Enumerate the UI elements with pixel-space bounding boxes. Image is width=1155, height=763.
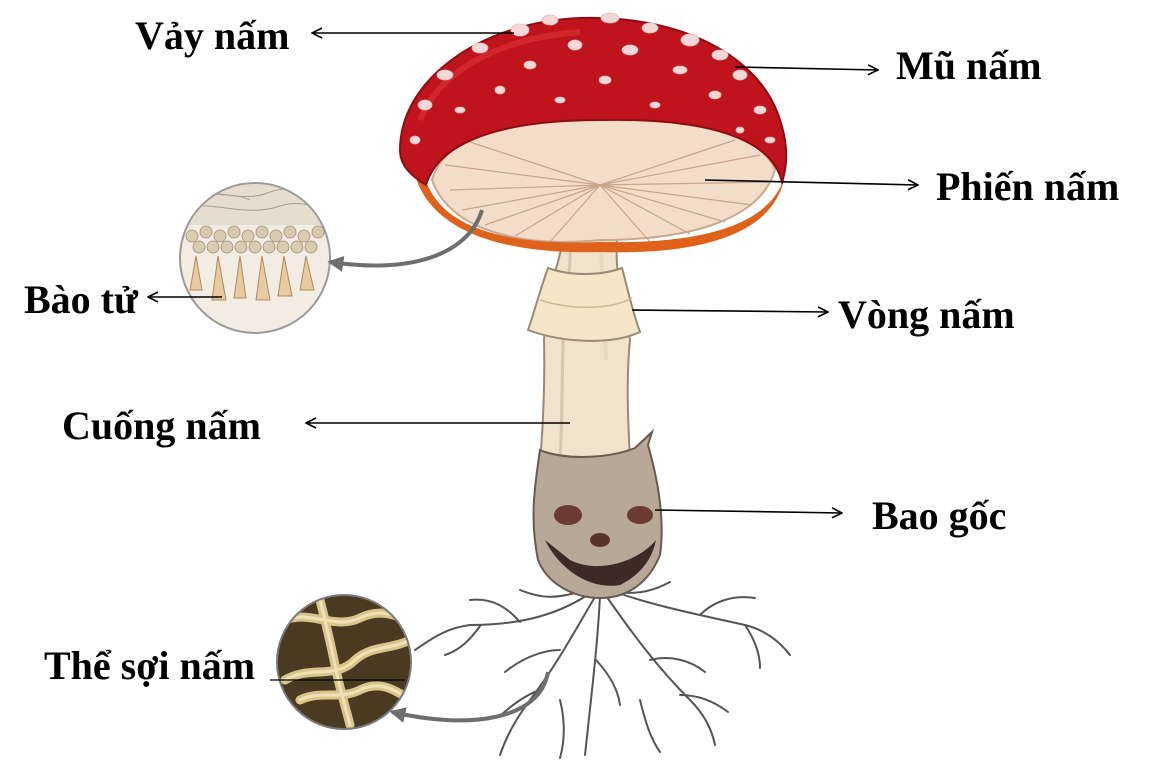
label-vong-nam: Vòng nấm	[838, 295, 1015, 335]
root-strands	[415, 582, 790, 758]
label-bao-goc: Bao gốc	[872, 496, 1006, 536]
pointer-bao-goc	[655, 510, 842, 513]
label-mu-nam: Mũ nấm	[896, 46, 1042, 86]
pointer-mu-nam	[735, 67, 878, 70]
label-cuong-nam: Cuống nấm	[62, 406, 261, 446]
spore-magnifier	[180, 180, 335, 333]
mycelium-magnifier	[277, 595, 412, 729]
label-phien-nam: Phiến nấm	[936, 167, 1119, 207]
label-the-soi-nam: Thể sợi nấm	[44, 646, 255, 686]
spore-curve-arrow	[330, 210, 482, 265]
cap	[400, 13, 786, 252]
volva	[534, 432, 662, 598]
pointer-vong-nam	[632, 310, 828, 312]
ring	[528, 268, 640, 341]
label-vay-nam: Vảy nấm	[135, 16, 289, 56]
label-bao-tu: Bào tử	[24, 280, 138, 320]
